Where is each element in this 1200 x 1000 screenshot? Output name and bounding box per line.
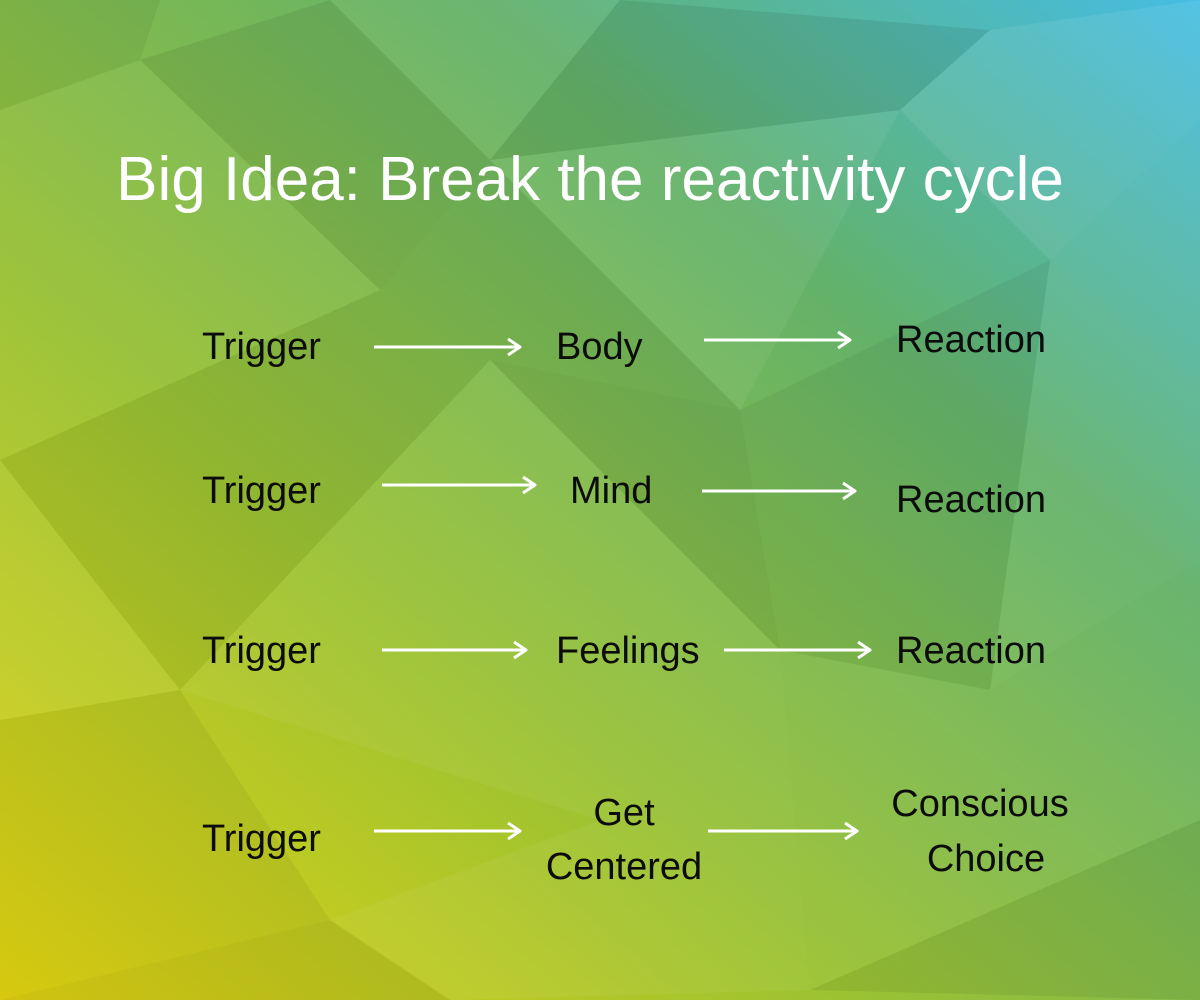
row2-arrow-2 [702, 481, 857, 501]
row1-trigger-label: Trigger [202, 326, 321, 368]
row4-get-label: Get [593, 792, 655, 834]
row4-conscious-label: Conscious [891, 783, 1069, 825]
row2-reaction-label: Reaction [896, 479, 1046, 521]
row3-trigger-label: Trigger [202, 630, 321, 672]
row3-reaction-label: Reaction [896, 630, 1046, 672]
row3-feelings-label: Feelings [556, 630, 700, 672]
row1-arrow-1 [374, 337, 522, 357]
row3-arrow-2 [724, 640, 872, 660]
row1-arrow-2 [704, 330, 852, 350]
row2-mind-label: Mind [570, 470, 653, 512]
row4-arrow-2 [708, 821, 859, 841]
row2-trigger-label: Trigger [202, 470, 321, 512]
row1-body-label: Body [556, 326, 643, 368]
row3-arrow-1 [382, 640, 528, 660]
row1-reaction-label: Reaction [896, 319, 1046, 361]
row4-arrow-1 [374, 821, 522, 841]
row2-arrow-1 [382, 475, 537, 495]
slide-title: Big Idea: Break the reactivity cycle [116, 145, 1064, 214]
row4-centered-label: Centered [545, 846, 703, 888]
row4-trigger-label: Trigger [202, 818, 321, 860]
row4-choice-label: Choice [926, 838, 1046, 880]
